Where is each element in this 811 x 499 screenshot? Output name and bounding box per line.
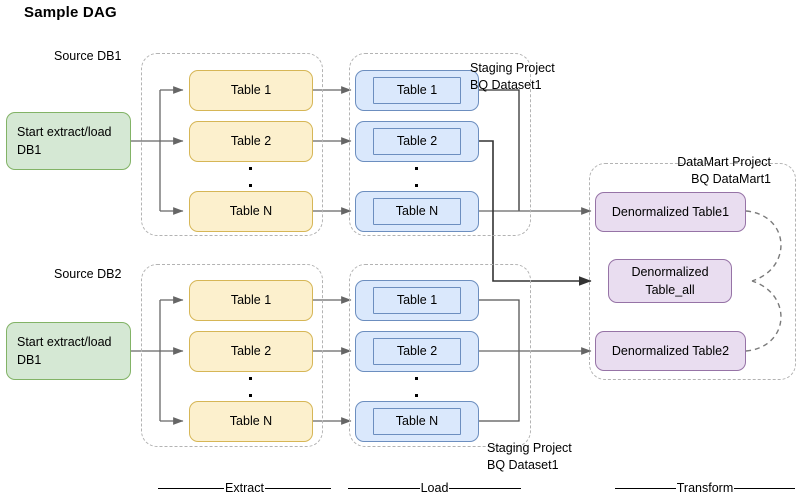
- extract-group-db2: [141, 264, 323, 447]
- extract-table-node[interactable]: Table N: [189, 191, 313, 232]
- load-ellipsis: [415, 167, 418, 187]
- phase-rule-right: [264, 487, 331, 489]
- load-table-inner: Table 1: [373, 77, 461, 104]
- extract-table-node[interactable]: Table 1: [189, 280, 313, 321]
- start-node-db1[interactable]: Start extract/load DB1: [6, 112, 131, 170]
- phase-rule-right: [449, 487, 521, 489]
- load-group-db2: [349, 264, 531, 447]
- load-table-inner: Table N: [373, 408, 461, 435]
- phase-transform: Transform: [615, 481, 795, 495]
- extract-table-node[interactable]: Table N: [189, 401, 313, 442]
- phase-rule-left: [615, 487, 676, 489]
- phase-extract: Extract: [158, 481, 331, 495]
- staging-caption-bottom: Staging Project BQ Dataset1: [487, 441, 572, 472]
- extract-table-node[interactable]: Table 2: [189, 331, 313, 372]
- source-label-db1: Source DB1: [54, 49, 122, 63]
- phase-label: Extract: [225, 481, 264, 495]
- staging-caption-top: Staging Project BQ Dataset1: [470, 61, 555, 92]
- datamart-caption: DataMart Project BQ DataMart1: [677, 155, 771, 186]
- denormalized-table1-node[interactable]: Denormalized Table1: [595, 192, 746, 232]
- denormalized-table2-node[interactable]: Denormalized Table2: [595, 331, 746, 371]
- extract-ellipsis: [249, 377, 252, 397]
- page-title: Sample DAG: [24, 4, 117, 21]
- load-table-node[interactable]: Table N: [355, 191, 479, 232]
- phase-rule-right: [734, 487, 795, 489]
- start-node-db2[interactable]: Start extract/load DB1: [6, 322, 131, 380]
- phase-rule-left: [348, 487, 420, 489]
- transform-group-datamart: [589, 163, 796, 380]
- load-table-node[interactable]: Table 1: [355, 280, 479, 321]
- extract-ellipsis: [249, 167, 252, 187]
- load-group-db1: [349, 53, 531, 236]
- load-table-inner: Table N: [373, 198, 461, 225]
- load-table-node[interactable]: Table 2: [355, 121, 479, 162]
- load-table-inner: Table 1: [373, 287, 461, 314]
- load-table-node[interactable]: Table 1: [355, 70, 479, 111]
- load-table-node[interactable]: Table N: [355, 401, 479, 442]
- load-ellipsis: [415, 377, 418, 397]
- load-table-inner: Table 2: [373, 338, 461, 365]
- load-table-inner: Table 2: [373, 128, 461, 155]
- phase-load: Load: [348, 481, 521, 495]
- phase-rule-left: [158, 487, 225, 489]
- extract-group-db1: [141, 53, 323, 236]
- load-table-node[interactable]: Table 2: [355, 331, 479, 372]
- denormalized-table-all-node[interactable]: Denormalized Table_all: [608, 259, 732, 303]
- phase-label: Transform: [676, 481, 734, 495]
- extract-table-node[interactable]: Table 1: [189, 70, 313, 111]
- extract-table-node[interactable]: Table 2: [189, 121, 313, 162]
- phase-label: Load: [420, 481, 449, 495]
- source-label-db2: Source DB2: [54, 267, 122, 281]
